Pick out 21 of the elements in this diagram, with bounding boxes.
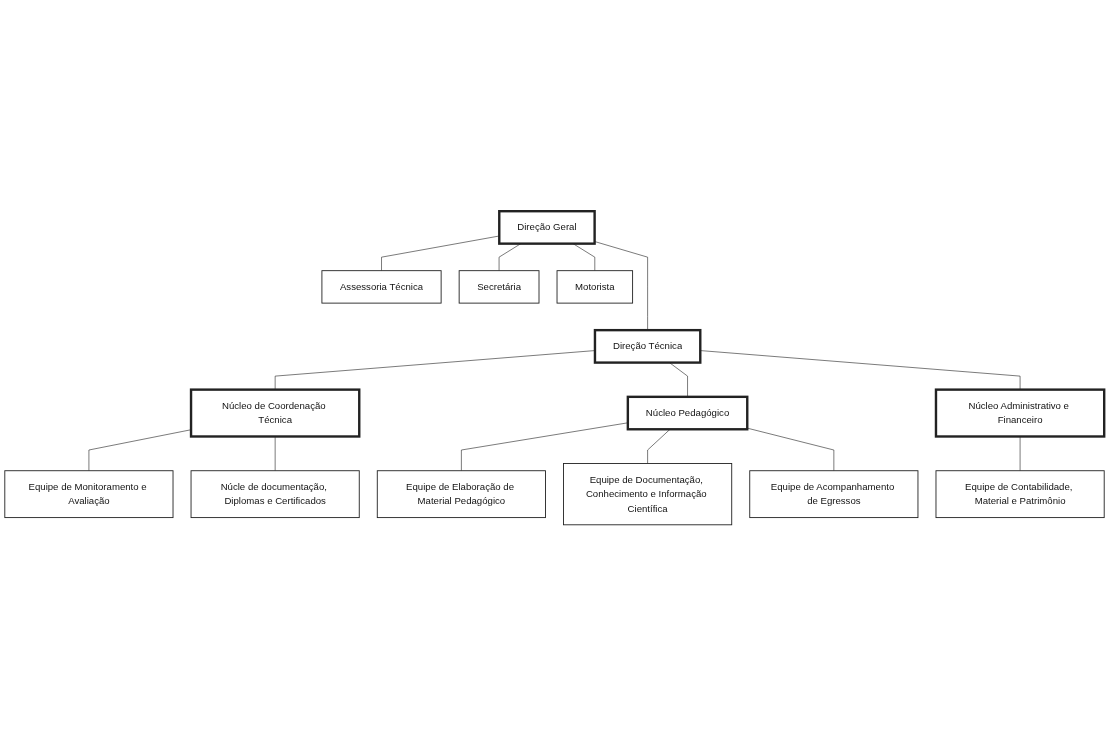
connector bbox=[746, 427, 835, 472]
node-box: Núcleo de Coordenação Técnica bbox=[189, 388, 361, 438]
node-box: Equipe de Contabilidade, Material e Patrimônio bbox=[935, 470, 1105, 519]
node-box: Direção Técnica bbox=[593, 328, 702, 364]
node-box: Secretária bbox=[458, 270, 540, 304]
node-box: Equipe de Monitoramento e Avaliação bbox=[4, 470, 174, 519]
connector bbox=[381, 235, 500, 271]
node-box: Equipe de Documentação, Conhecimento e Informação Científica bbox=[563, 463, 733, 526]
connector bbox=[594, 241, 648, 331]
connector bbox=[700, 350, 1021, 390]
node-box: Núcleo Administrativo e Financeiro bbox=[934, 388, 1106, 438]
node-box: Motorista bbox=[556, 270, 634, 304]
node-box: Assessoria Técnica bbox=[321, 270, 442, 304]
node-box: Núcle de documentação, Diplomas e Certificados bbox=[190, 470, 360, 519]
connector bbox=[274, 436, 276, 472]
node-box: Direção Geral bbox=[498, 210, 596, 245]
node-box: Núcleo Pedagógico bbox=[626, 395, 749, 431]
node-box: Equipe de Acompanhamento de Egressos bbox=[749, 470, 919, 519]
connector bbox=[88, 429, 192, 472]
node-box: Equipe de Elaboração de Material Pedagógico bbox=[376, 470, 546, 519]
connector bbox=[1019, 436, 1021, 472]
